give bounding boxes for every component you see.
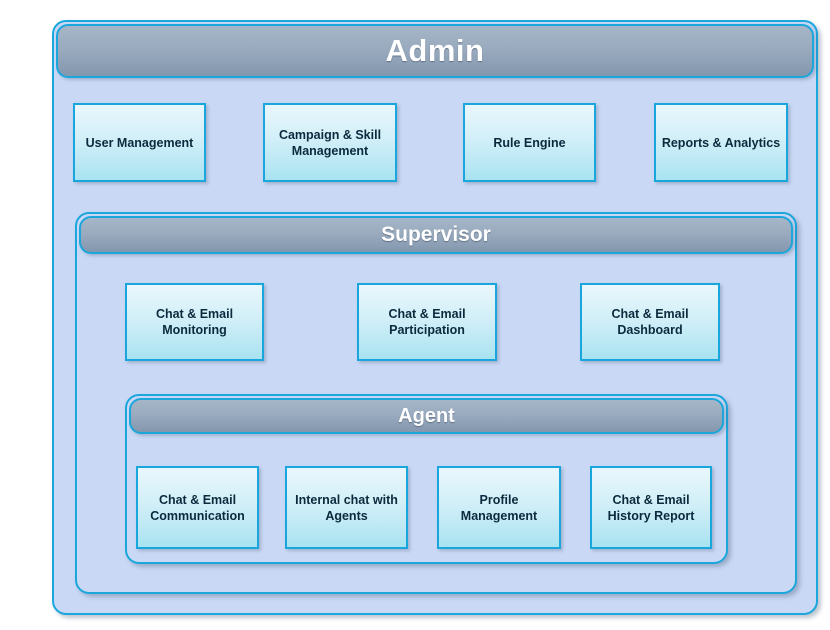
agent-header: Agent	[129, 398, 724, 434]
node-profile-management[interactable]: Profile Management	[437, 466, 561, 549]
node-reports-analytics[interactable]: Reports & Analytics	[654, 103, 788, 182]
node-internal-chat-with-agents[interactable]: Internal chat with Agents	[285, 466, 408, 549]
node-chat-email-dashboard[interactable]: Chat & Email Dashboard	[580, 283, 720, 361]
node-chat-email-history-report[interactable]: Chat & Email History Report	[590, 466, 712, 549]
node-user-management[interactable]: User Management	[73, 103, 206, 182]
admin-header: Admin	[56, 24, 814, 78]
node-chat-email-participation[interactable]: Chat & Email Participation	[357, 283, 497, 361]
supervisor-header: Supervisor	[79, 216, 793, 254]
node-rule-engine[interactable]: Rule Engine	[463, 103, 596, 182]
node-chat-email-communication[interactable]: Chat & Email Communication	[136, 466, 259, 549]
node-campaign-skill-management[interactable]: Campaign & Skill Management	[263, 103, 397, 182]
node-chat-email-monitoring[interactable]: Chat & Email Monitoring	[125, 283, 264, 361]
